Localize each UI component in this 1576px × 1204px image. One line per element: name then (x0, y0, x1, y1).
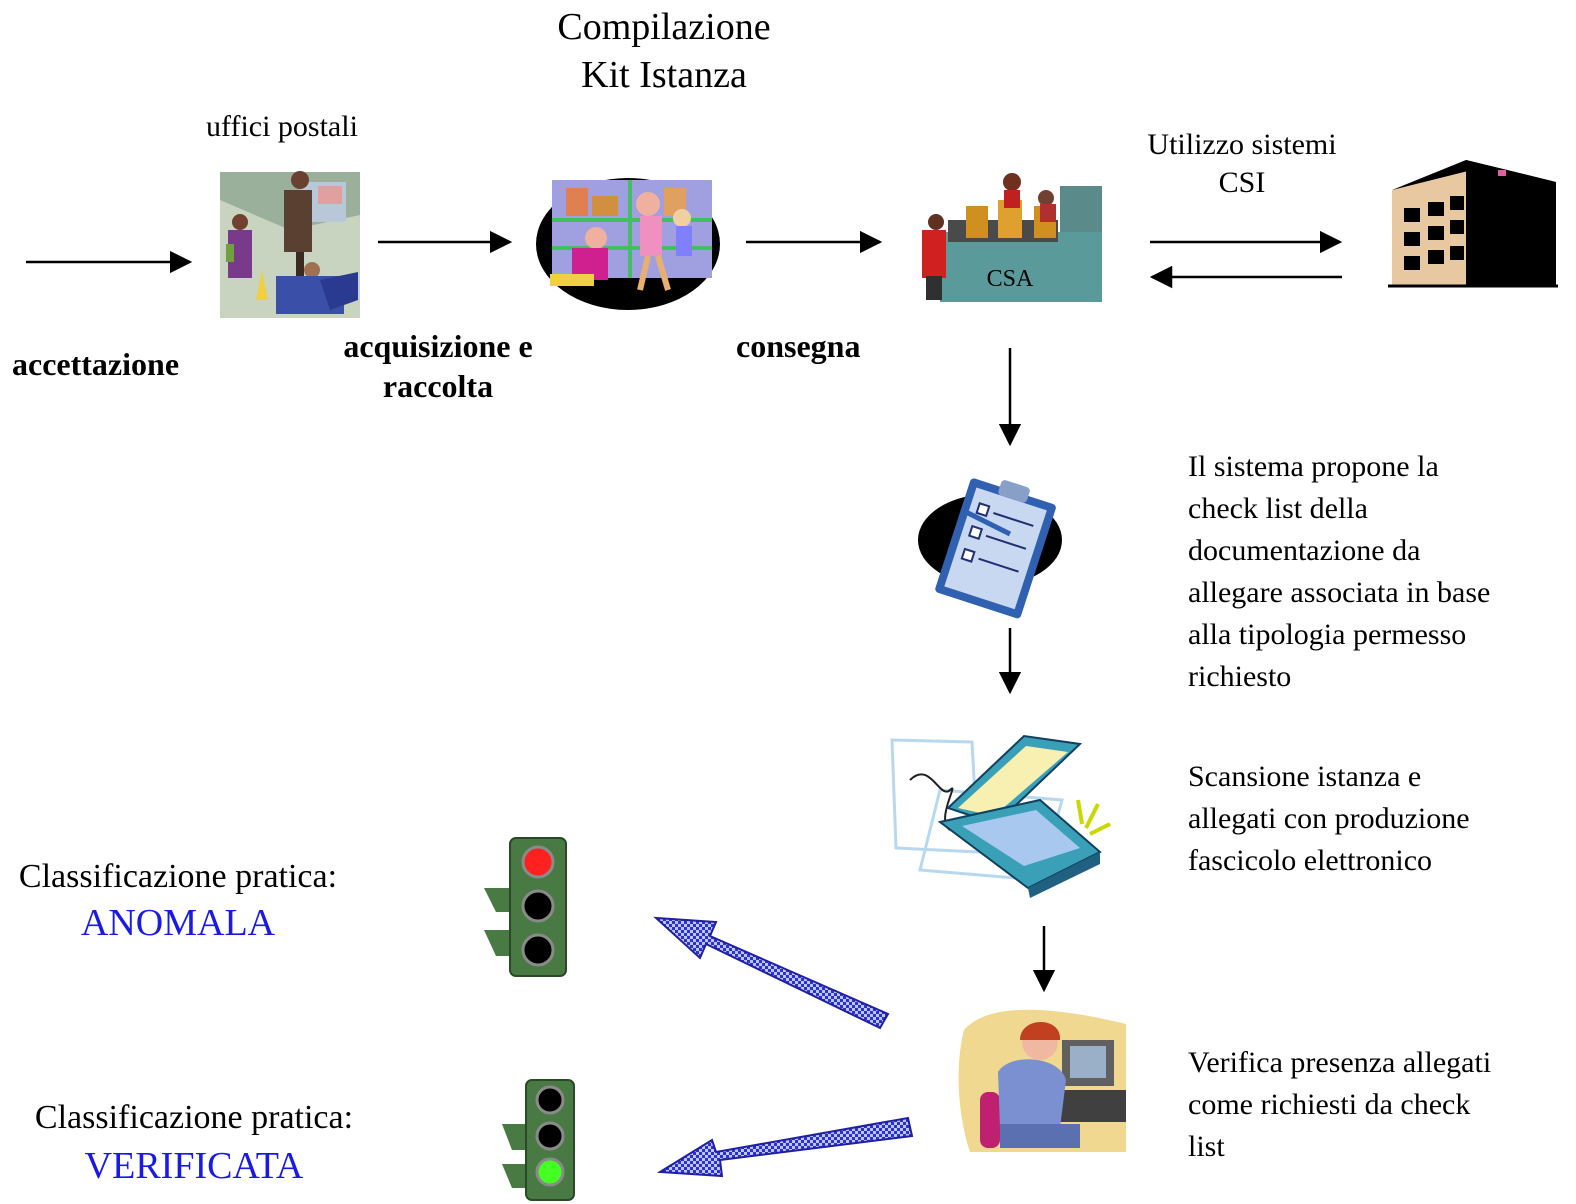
diagram-title: Compilazione Kit Istanza (484, 4, 844, 99)
title-line-2: Kit Istanza (581, 53, 747, 96)
checklist-line: alla tipologia permesso (1188, 618, 1467, 651)
verifica-line: come richiesti da check (1188, 1088, 1471, 1121)
scansione-line: allegati con produzione (1188, 802, 1470, 835)
classificazione-verificata: Classificazione pratica: VERIFICATA (4, 1094, 384, 1190)
hatched-arrows (653, 916, 914, 1178)
consegna-label: consegna (736, 328, 861, 364)
scansione-line: Scansione istanza e (1188, 760, 1422, 793)
scansione-description: Scansione istanza e allegati con produzi… (1188, 756, 1470, 882)
verificata-status: VERIFICATA (84, 1145, 304, 1187)
post-office-icon (220, 171, 360, 318)
scanner-icon (890, 734, 1111, 898)
checklist-line: allegare associata in base (1188, 576, 1491, 609)
flow-arrows (26, 230, 1343, 993)
classificazione-anomala: Classificazione pratica: ANOMALA (0, 854, 356, 946)
verifica-line: list (1188, 1130, 1225, 1163)
operator-computer-icon (958, 1009, 1126, 1152)
verificata-prefix: Classificazione pratica: (34, 1099, 354, 1136)
csi-line-1: Utilizzo sistemi (1147, 128, 1337, 161)
anomala-status: ANOMALA (80, 902, 276, 944)
checklist-description: Il sistema propone la check list della d… (1188, 446, 1490, 698)
verifica-line: Verifica presenza allegati (1188, 1046, 1492, 1079)
csa-label: CSA (987, 266, 1034, 292)
verifica-description: Verifica presenza allegati come richiest… (1188, 1042, 1491, 1168)
csi-line-2: CSI (1218, 165, 1266, 199)
csa-office-icon: CSA (922, 173, 1102, 302)
anomala-prefix: Classificazione pratica: (18, 858, 338, 895)
uffici-postali-label: uffici postali (206, 110, 358, 143)
checklist-line: richiesto (1188, 660, 1292, 693)
checklist-line: check list della (1188, 492, 1368, 525)
building-icon (1388, 160, 1558, 288)
checklist-line: documentazione da (1188, 534, 1421, 567)
hatched-arrow-to-verificata (656, 1116, 914, 1178)
clipboard-checklist-icon (918, 478, 1062, 619)
people-collecting-icon (536, 178, 720, 310)
accettazione-label: accettazione (12, 346, 180, 382)
acquisizione-line-1: acquisizione e (343, 328, 533, 364)
hatched-arrow-to-anomala (653, 916, 890, 1030)
traffic-light-red-icon (484, 837, 567, 977)
csi-label: Utilizzo sistemi CSI (1122, 126, 1362, 201)
acquisizione-label: acquisizione e raccolta (318, 326, 558, 406)
traffic-light-green-icon (502, 1079, 575, 1201)
scansione-line: fascicolo elettronico (1188, 844, 1433, 877)
title-line-1: Compilazione (557, 6, 771, 48)
acquisizione-line-2: raccolta (382, 368, 494, 404)
checklist-line: Il sistema propone la (1188, 450, 1439, 483)
